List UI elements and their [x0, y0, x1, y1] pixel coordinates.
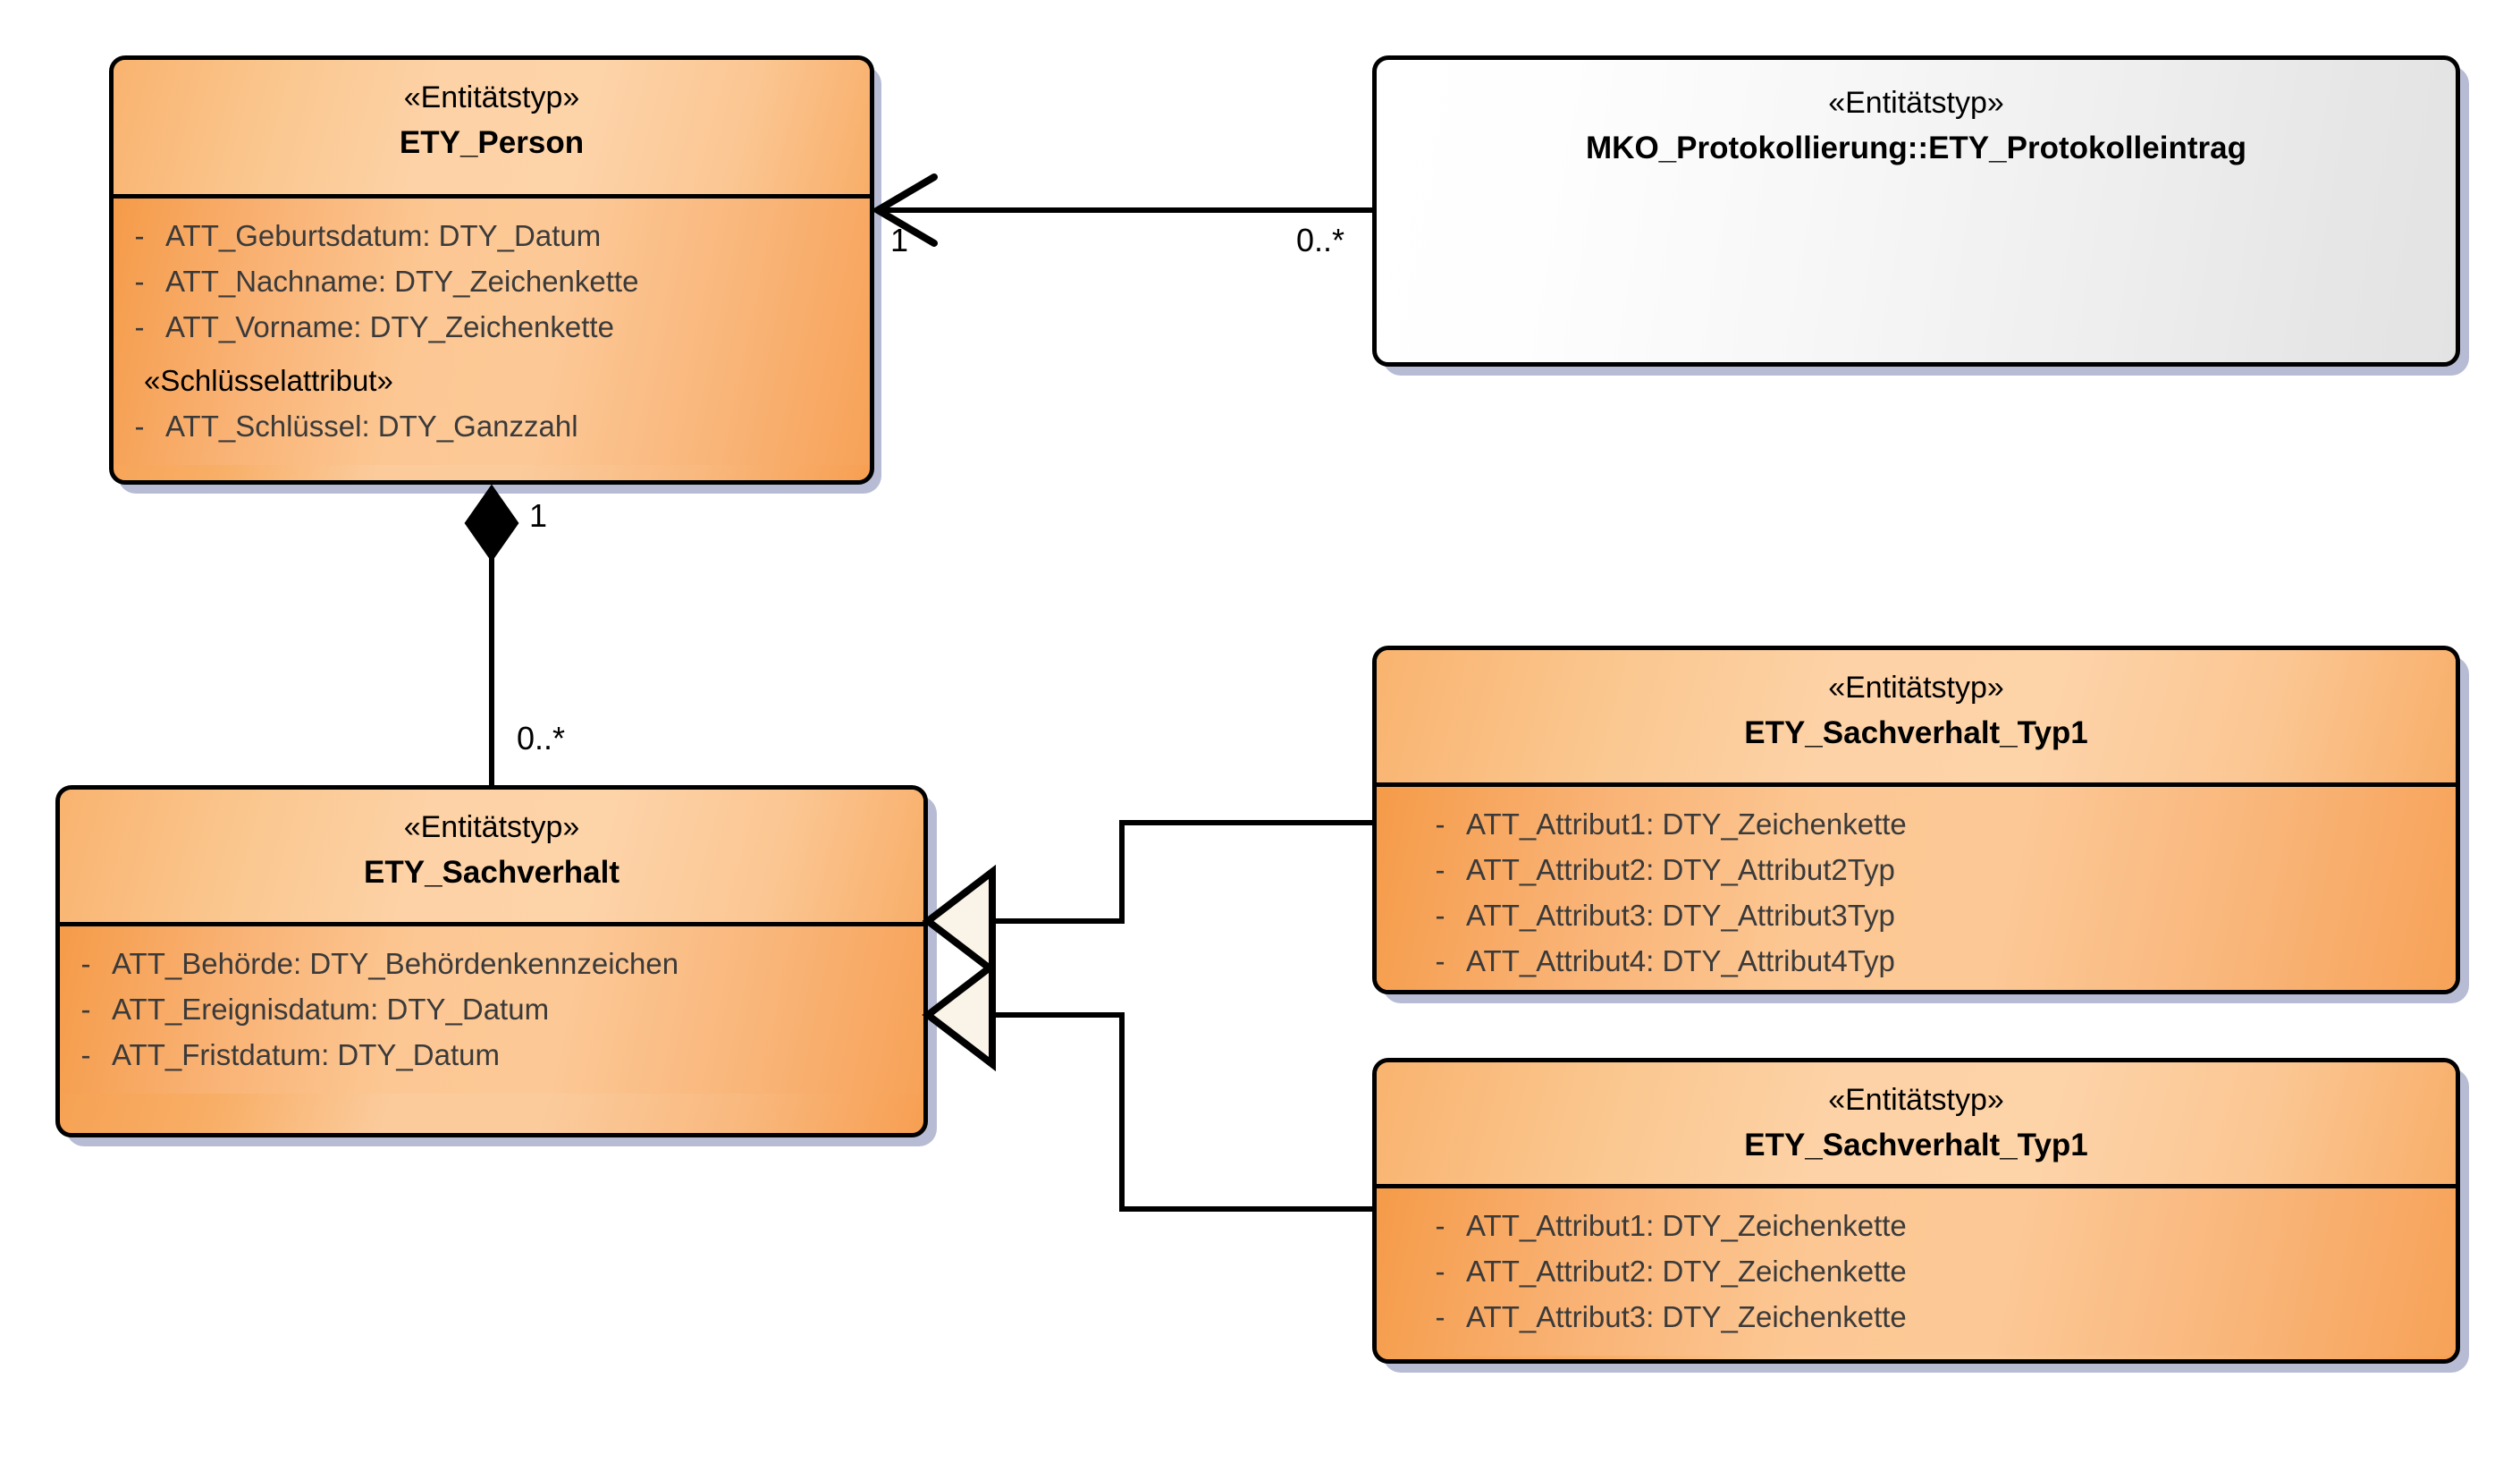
class-box-ety-sachverhalt-typ1-b[interactable]: «Entitätstyp» ETY_Sachverhalt_Typ1 - ATT…	[1372, 1058, 2460, 1364]
attributes-compartment-ety-sachverhalt-typ1-a: - ATT_Attribut1: DTY_Zeichenkette - ATT_…	[1377, 787, 2456, 990]
class-header-ety-person: «Entitätstyp» ETY_Person	[114, 60, 870, 199]
composition-person-sachverhalt	[464, 484, 519, 785]
attribute-row: - ATT_Ereignisdatum: DTY_Datum	[60, 986, 923, 1032]
visibility-marker: -	[1435, 1209, 1445, 1242]
stereotype-label: «Entitätstyp»	[1828, 671, 2004, 705]
visibility-marker: -	[80, 993, 91, 1026]
attributes-compartment-ety-person: - ATT_Geburtsdatum: DTY_Datum - ATT_Nach…	[114, 199, 870, 465]
attribute-label: ATT_Nachname: DTY_Zeichenkette	[165, 265, 639, 298]
attribute-row: - ATT_Attribut2: DTY_Attribut2Typ	[1414, 847, 2456, 892]
class-header-ety-sachverhalt-typ1-a: «Entitätstyp» ETY_Sachverhalt_Typ1	[1377, 650, 2456, 787]
visibility-marker: -	[134, 265, 145, 298]
visibility-marker: -	[80, 1038, 91, 1071]
visibility-marker: -	[1435, 899, 1445, 932]
multiplicity-person-association: 1	[890, 222, 909, 258]
visibility-marker: -	[134, 410, 145, 443]
class-header-ety-sachverhalt-typ1-b: «Entitätstyp» ETY_Sachverhalt_Typ1	[1377, 1062, 2456, 1188]
attribute-row: - ATT_Geburtsdatum: DTY_Datum	[114, 213, 870, 258]
attribute-label: ATT_Geburtsdatum: DTY_Datum	[165, 219, 602, 252]
attribute-label: ATT_Attribut1: DTY_Zeichenkette	[1466, 1209, 1907, 1242]
attribute-label: ATT_Fristdatum: DTY_Datum	[112, 1038, 500, 1071]
visibility-marker: -	[1435, 1255, 1445, 1288]
stereotype-label: «Entitätstyp»	[403, 810, 580, 844]
attribute-row: - ATT_Fristdatum: DTY_Datum	[60, 1032, 923, 1078]
stereotype-label: «Entitätstyp»	[1828, 86, 2004, 120]
class-name-label: ETY_Sachverhalt_Typ1	[1744, 1128, 2088, 1163]
attributes-compartment-ety-sachverhalt-typ1-b: - ATT_Attribut1: DTY_Zeichenkette - ATT_…	[1377, 1188, 2456, 1356]
attribute-row: - ATT_Schlüssel: DTY_Ganzzahl	[114, 403, 870, 449]
stereotype-label: «Entitätstyp»	[1828, 1083, 2004, 1117]
attribute-group-stereotype: «Schlüsselattribut»	[144, 364, 393, 397]
attribute-label: ATT_Attribut1: DTY_Zeichenkette	[1466, 807, 1907, 841]
stereotype-label: «Entitätstyp»	[403, 80, 580, 114]
attribute-row: - ATT_Vorname: DTY_Zeichenkette	[114, 304, 870, 350]
class-name-label: ETY_Person	[399, 125, 585, 161]
multiplicity-sachverhalt-composition: 0..*	[517, 720, 566, 757]
visibility-marker: -	[1435, 807, 1445, 841]
visibility-marker: -	[1435, 944, 1445, 977]
attribute-label: ATT_Behörde: DTY_Behördenkennzeichen	[112, 947, 679, 980]
attribute-label: ATT_Attribut3: DTY_Zeichenkette	[1466, 1300, 1907, 1333]
class-header-ety-sachverhalt: «Entitätstyp» ETY_Sachverhalt	[60, 790, 923, 926]
visibility-marker: -	[1435, 853, 1445, 886]
attribute-label: ATT_Vorname: DTY_Zeichenkette	[165, 310, 614, 343]
class-name-label: ETY_Sachverhalt_Typ1	[1744, 715, 2088, 751]
composition-diamond	[464, 484, 519, 562]
class-box-ety-sachverhalt-typ1-a[interactable]: «Entitätstyp» ETY_Sachverhalt_Typ1 - ATT…	[1372, 646, 2460, 994]
visibility-marker: -	[134, 219, 145, 252]
attribute-label: ATT_Attribut2: DTY_Attribut2Typ	[1466, 853, 1895, 886]
class-name-label: ETY_Sachverhalt	[364, 855, 619, 891]
attribute-row: - ATT_Attribut2: DTY_Zeichenkette	[1414, 1248, 2456, 1294]
attribute-label: ATT_Schlüssel: DTY_Ganzzahl	[165, 410, 578, 443]
attribute-row: - ATT_Attribut4: DTY_Attribut4Typ	[1414, 938, 2456, 984]
attribute-label: ATT_Attribut3: DTY_Attribut3Typ	[1466, 899, 1895, 932]
generalization-triangle-lower	[922, 958, 996, 1072]
class-box-ety-protokolleintrag[interactable]: «Entitätstyp» MKO_Protokollierung::ETY_P…	[1372, 55, 2460, 367]
attribute-row: - ATT_Attribut3: DTY_Zeichenkette	[1414, 1294, 2456, 1340]
attribute-row: - ATT_Attribut1: DTY_Zeichenkette	[1414, 801, 2456, 847]
generalization-triangle-upper	[922, 864, 996, 978]
generalization-typ1a-sachverhalt	[922, 820, 1372, 978]
generalization-typ1b-sachverhalt	[922, 958, 1372, 1212]
attribute-label: ATT_Attribut4: DTY_Attribut4Typ	[1466, 944, 1895, 977]
multiplicity-protokolleintrag-association: 0..*	[1296, 222, 1345, 258]
visibility-marker: -	[134, 310, 145, 343]
class-header-ety-protokolleintrag: «Entitätstyp» MKO_Protokollierung::ETY_P…	[1377, 60, 2456, 189]
attributes-compartment-ety-sachverhalt: - ATT_Behörde: DTY_Behördenkennzeichen -…	[60, 926, 923, 1094]
attribute-label: ATT_Ereignisdatum: DTY_Datum	[112, 993, 550, 1026]
multiplicity-person-composition: 1	[529, 497, 548, 534]
attribute-label: ATT_Attribut2: DTY_Zeichenkette	[1466, 1255, 1907, 1288]
attribute-row: - ATT_Attribut1: DTY_Zeichenkette	[1414, 1203, 2456, 1248]
class-box-ety-person[interactable]: «Entitätstyp» ETY_Person - ATT_Geburtsda…	[109, 55, 874, 485]
attribute-row: - ATT_Behörde: DTY_Behördenkennzeichen	[60, 941, 923, 986]
visibility-marker: -	[80, 947, 91, 980]
attribute-row: - ATT_Nachname: DTY_Zeichenkette	[114, 258, 870, 304]
class-box-ety-sachverhalt[interactable]: «Entitätstyp» ETY_Sachverhalt - ATT_Behö…	[55, 785, 928, 1137]
visibility-marker: -	[1435, 1300, 1445, 1333]
attribute-row: - ATT_Attribut3: DTY_Attribut3Typ	[1414, 892, 2456, 938]
class-name-label: MKO_Protokollierung::ETY_Protokolleintra…	[1586, 131, 2246, 166]
